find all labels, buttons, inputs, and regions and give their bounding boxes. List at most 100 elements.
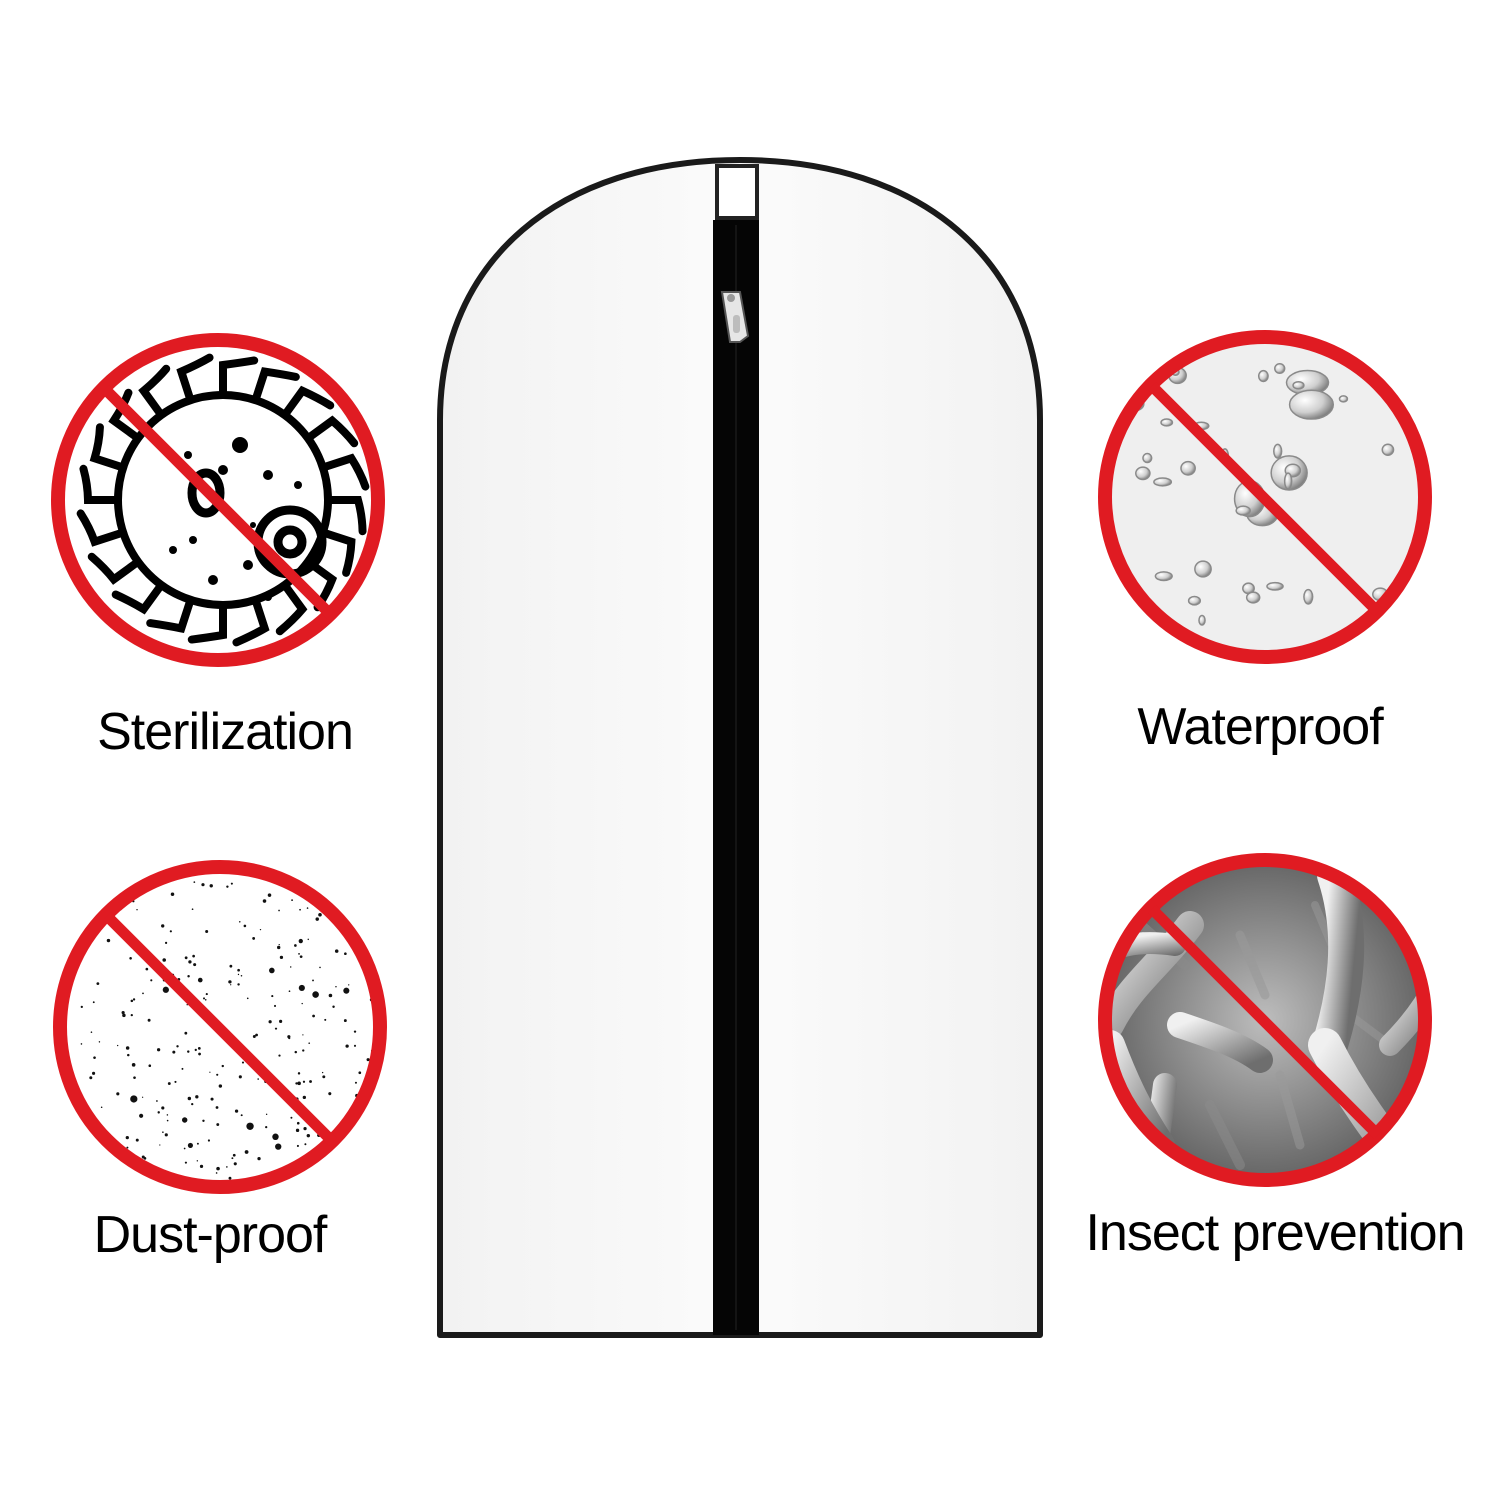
dust-speck [197,977,203,983]
germ-spike [111,584,163,615]
dust-speck [191,1102,194,1106]
dust-speck [55,963,57,965]
dust-speck [76,1149,79,1152]
dust-speck [156,1100,158,1102]
dust-speck [98,1177,100,1180]
germ-spike [176,353,214,401]
dust-speck [332,1167,335,1171]
dust-speck [60,911,67,919]
water-drop [1274,362,1286,375]
water-drop [1266,581,1284,591]
dust-speck [376,864,377,865]
germ-spike [79,464,118,504]
dust-speck [356,904,364,912]
dust-speck [278,1054,281,1057]
dust-speck [164,1133,168,1137]
dust-speck [84,1133,87,1136]
dust-speck [170,892,175,897]
dust-speck [90,1031,93,1033]
dust-speck [230,984,232,986]
dust-speck [216,1123,220,1126]
water-drop [1257,369,1269,383]
dust-speck [136,908,138,911]
dust-speck [167,1082,171,1085]
dust-speck [361,907,363,909]
dust-speck [257,1078,260,1080]
dust-speck [183,1147,186,1150]
dust-speck [334,949,339,953]
dust-speck [205,929,209,933]
dust-speck [302,1049,305,1052]
dust-speck [131,1063,136,1067]
dust-speck [240,975,243,977]
dust-speck [125,1136,129,1140]
dust-speck [193,963,197,967]
dust-speck [164,941,168,944]
dust-speck [243,924,247,928]
dust-speck [139,1113,144,1118]
dust-speck [226,885,229,888]
dust-speck [382,883,384,885]
dust-speck [302,1080,306,1083]
dust-speck [328,1092,332,1096]
dust-speck [60,947,62,952]
dust-speck [162,986,169,993]
dust-speck [307,938,309,941]
label-dust-proof: Dust-proof [93,1206,328,1264]
dust-speck [221,1064,224,1068]
dust-speck [228,1176,232,1180]
dust-speck [184,956,188,960]
dust-speck [303,1127,307,1131]
dust-speck [290,1116,293,1119]
dust-speck [306,907,309,909]
dust-speck [237,973,240,976]
dust-speck [309,1080,312,1083]
dust-speck [237,968,240,972]
water-drop [1288,389,1335,420]
dust-speck [272,1133,279,1141]
dust-speck [216,1073,219,1076]
dust-speck [130,1095,138,1103]
dust-speck [71,1147,79,1155]
water-drop [1381,443,1395,456]
dust-speck [194,1048,197,1052]
dust-speck [92,1001,95,1004]
water-drop [1187,595,1202,606]
dust-speck [255,1033,258,1037]
dust-speck [311,1182,314,1185]
dust-speck [287,1035,291,1039]
dust-speck [172,1050,176,1054]
dust-speck [228,980,232,984]
dust-speck [297,861,300,864]
dust-speck [54,955,57,958]
dust-speck [209,884,213,888]
water-drop [1160,418,1174,427]
dust-speck [82,908,86,912]
dust-speck [184,1161,187,1164]
dust-speck [116,1092,120,1096]
dust-speck [381,1174,384,1177]
germ-spike [87,552,139,585]
label-waterproof: Waterproof [1137,698,1383,756]
dust-speck [201,883,205,887]
dust-speck [294,944,297,947]
germ-spike [322,453,370,491]
dust-speck [192,954,195,958]
dust-speck [295,1082,298,1085]
dust-speck [130,999,134,1003]
water-drops-icon [1098,330,1432,664]
dust-speck [238,1075,242,1079]
dust-speck [344,952,347,956]
dust-speck [246,997,249,1000]
dust-speck [150,979,153,982]
dust-speck [305,1190,308,1193]
dust-speck [193,881,196,883]
dust-speck [233,1162,237,1166]
dust-speck [130,1014,133,1017]
dust-speck [332,1005,335,1008]
dust-speck [159,1144,161,1146]
dust-speck [71,1111,74,1114]
dust-speck [125,1046,130,1050]
dust-speck [96,982,100,985]
dust-speck [279,955,284,959]
